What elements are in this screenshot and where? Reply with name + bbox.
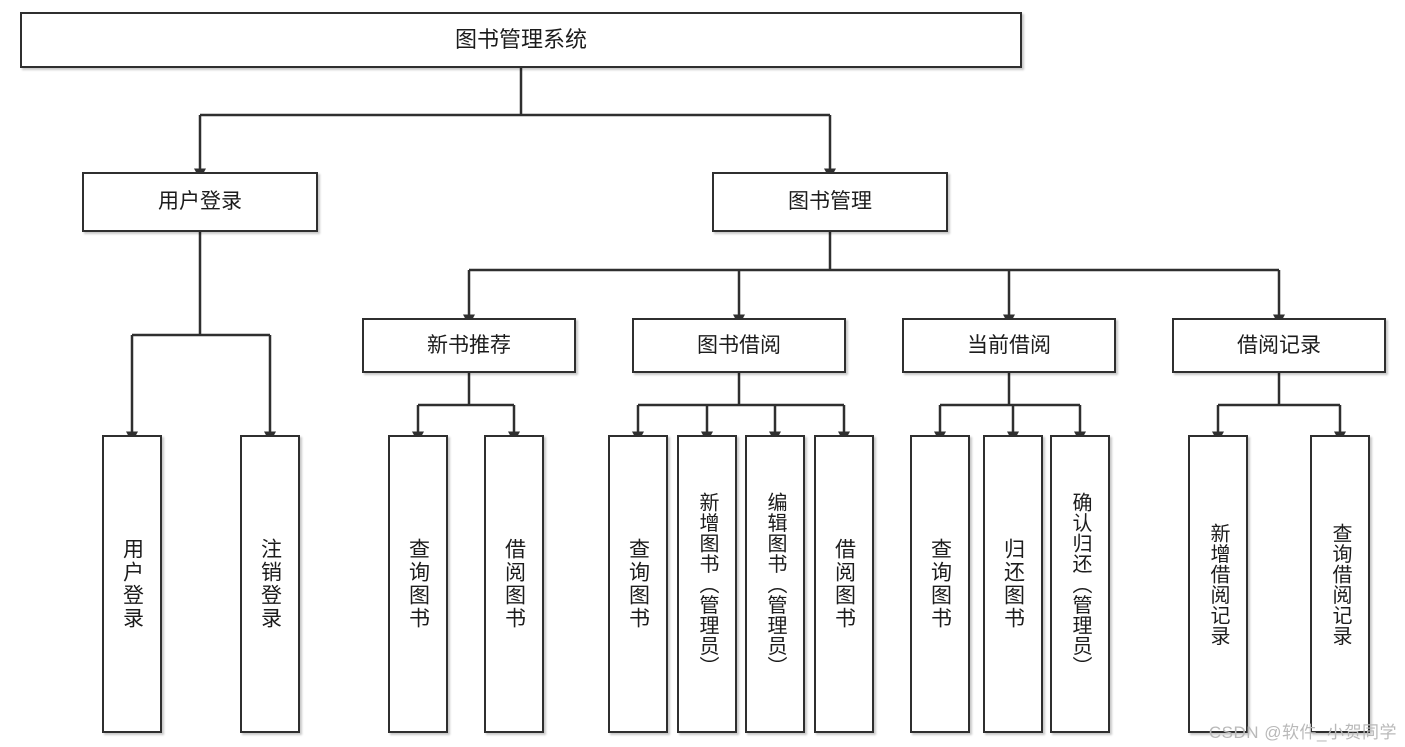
node-label: 用户登录 <box>120 538 144 630</box>
node-leaf-query-book-1[interactable]: 查询图书 <box>388 435 448 733</box>
node-leaf-user-login[interactable]: 用户登录 <box>102 435 162 733</box>
node-leaf-query-book-3[interactable]: 查询图书 <box>910 435 970 733</box>
node-label: 图书借阅 <box>697 333 781 357</box>
node-leaf-logout[interactable]: 注销登录 <box>240 435 300 733</box>
node-leaf-borrow-book-2[interactable]: 借阅图书 <box>814 435 874 733</box>
node-leaf-borrow-book-1[interactable]: 借阅图书 <box>484 435 544 733</box>
node-leaf-edit-book[interactable]: 编辑图书（管理员） <box>745 435 805 733</box>
node-label: 归还图书 <box>1001 538 1025 630</box>
node-leaf-add-book[interactable]: 新增图书（管理员） <box>677 435 737 733</box>
node-book-manage[interactable]: 图书管理 <box>712 172 948 232</box>
node-label: 查询图书 <box>406 538 430 630</box>
node-new-book-rec[interactable]: 新书推荐 <box>362 318 576 373</box>
node-label: 确认归还（管理员） <box>1069 491 1091 677</box>
node-label: 新增图书（管理员） <box>696 491 718 677</box>
node-label: 借阅图书 <box>502 538 526 630</box>
node-label: 图书管理 <box>788 190 872 214</box>
node-label: 新增借阅记录 <box>1207 522 1229 646</box>
node-label: 用户登录 <box>158 190 242 214</box>
node-borrow-record[interactable]: 借阅记录 <box>1172 318 1386 373</box>
node-leaf-add-record[interactable]: 新增借阅记录 <box>1188 435 1248 733</box>
node-label: 注销登录 <box>258 538 282 630</box>
node-leaf-query-record[interactable]: 查询借阅记录 <box>1310 435 1370 733</box>
node-label: 新书推荐 <box>427 333 511 357</box>
node-leaf-return-book[interactable]: 归还图书 <box>983 435 1043 733</box>
node-label: 编辑图书（管理员） <box>764 491 786 677</box>
node-book-borrow[interactable]: 图书借阅 <box>632 318 846 373</box>
node-label: 查询借阅记录 <box>1329 522 1351 646</box>
node-label: 借阅图书 <box>832 538 856 630</box>
node-user-login[interactable]: 用户登录 <box>82 172 318 232</box>
node-label: 查询图书 <box>928 538 952 630</box>
node-label: 查询图书 <box>626 538 650 630</box>
node-label: 当前借阅 <box>967 333 1051 357</box>
node-leaf-query-book-2[interactable]: 查询图书 <box>608 435 668 733</box>
node-label: 图书管理系统 <box>454 26 587 52</box>
edges <box>126 68 1346 443</box>
node-leaf-confirm-return[interactable]: 确认归还（管理员） <box>1050 435 1110 733</box>
node-root[interactable]: 图书管理系统 <box>20 12 1022 68</box>
node-current-borrow[interactable]: 当前借阅 <box>902 318 1116 373</box>
node-label: 借阅记录 <box>1237 333 1321 357</box>
